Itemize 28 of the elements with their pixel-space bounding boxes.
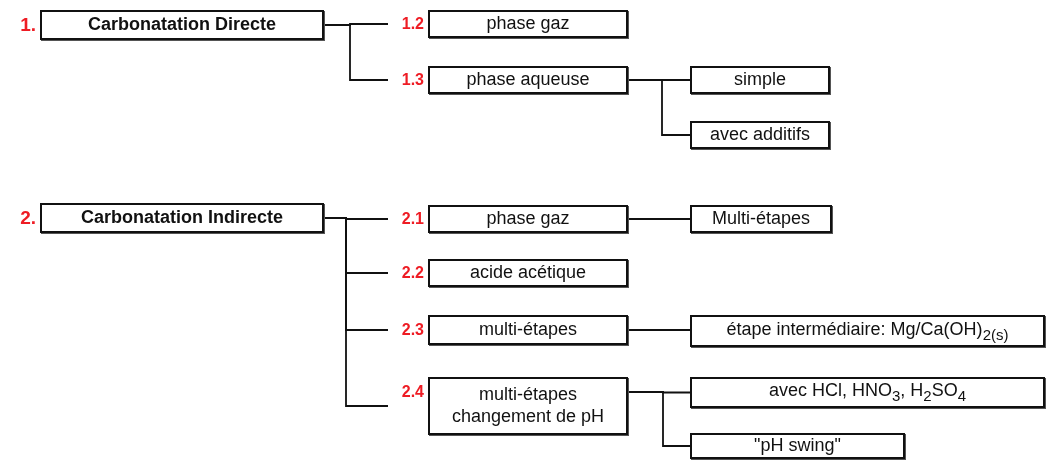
step-number: 2.1 [400, 209, 425, 229]
step-number: 2. [19, 206, 37, 230]
connector-line [323, 24, 389, 81]
method-box: acide acétique [428, 259, 628, 287]
connector-line [323, 217, 389, 407]
category-box: Carbonatation Directe [40, 10, 324, 40]
method-box: "pH swing" [690, 433, 905, 459]
connector-line [627, 391, 691, 447]
step-number: 2.2 [400, 263, 425, 283]
connector-line [627, 218, 691, 220]
method-box: multi-étapes changement de pH [428, 377, 628, 435]
step-number: 2.3 [400, 320, 425, 340]
step-number: 1.3 [400, 70, 425, 90]
category-box: Carbonatation Indirecte [40, 203, 324, 233]
method-box: phase aqueuse [428, 66, 628, 94]
method-box: avec HCl, HNO$_{3}$, H$_{2}$SO$_{4}$ [690, 377, 1045, 408]
step-number: 1. [19, 13, 37, 37]
connector-line [627, 329, 691, 331]
method-box: phase gaz [428, 205, 628, 233]
connector-line [627, 79, 691, 136]
method-box: étape intermédiaire: Mg/Ca(OH)$_{2(s)}$ [690, 315, 1045, 347]
method-box: avec additifs [690, 121, 830, 149]
method-box: Multi-étapes [690, 205, 832, 233]
method-box: multi-étapes [428, 315, 628, 345]
step-number: 2.4 [400, 382, 425, 402]
method-box: phase gaz [428, 10, 628, 38]
method-box: simple [690, 66, 830, 94]
step-number: 1.2 [400, 14, 425, 34]
